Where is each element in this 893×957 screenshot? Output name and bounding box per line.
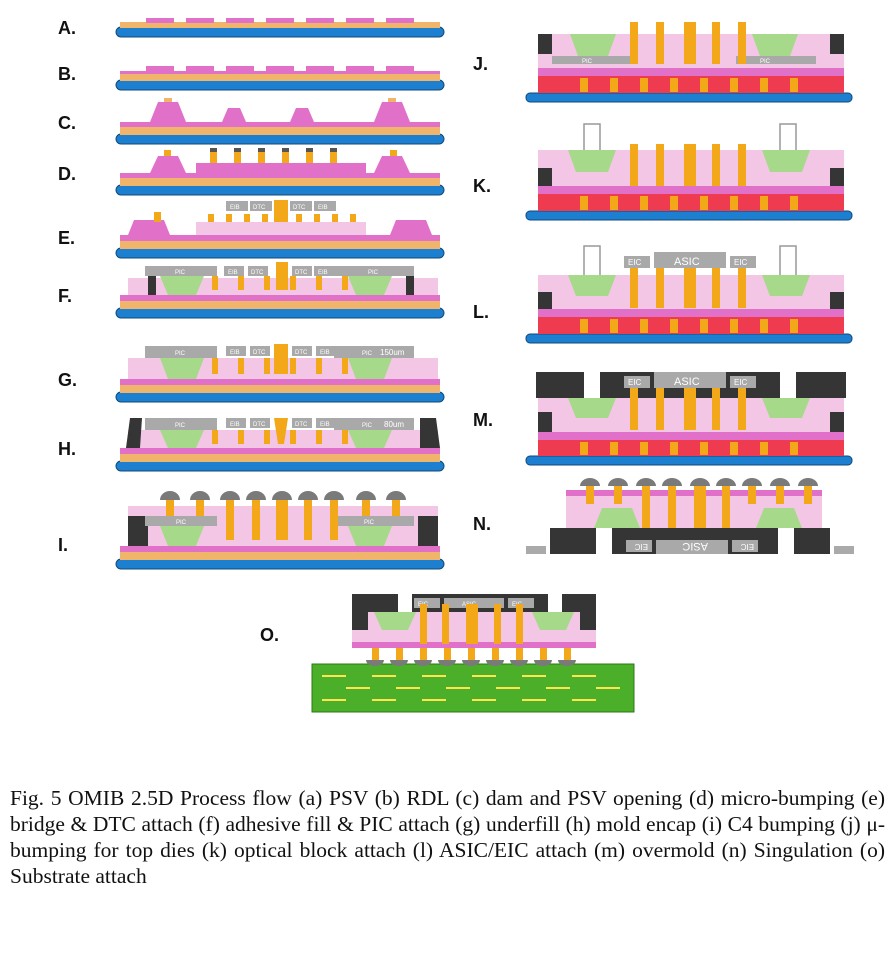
chip-label-dtc: DTC [253,205,266,211]
step-label-e: E. [58,228,75,248]
chip-label-eib: EIB [318,205,328,211]
step-m: M. EIC ASIC EIC [473,372,853,466]
step-label-g: G. [58,370,77,390]
chip-label-pic: PIC [760,59,771,65]
chip-label-pic: PIC [368,270,379,276]
chip-label-dtc: DTC [295,270,308,276]
step-label-m: M. [473,410,493,430]
chip-label-pic: PIC [175,423,186,429]
step-f: F. PIC PIC EIB DTC DTC EIB [58,262,445,319]
chip-label-eic: EIC [734,378,748,387]
chip-label-eic: EIC [628,378,642,387]
step-label-c: C. [58,113,76,133]
process-flow-diagram: A. B. C. D. [58,18,854,713]
step-i: I. PIC PIC [58,491,445,570]
chip-label-pic: PIC [362,351,373,357]
chip-label-eib: EIB [320,422,330,428]
step-l: L. EIC ASIC EIC [473,245,853,344]
dimension-label-80um: 80um [384,420,404,429]
chip-label-eic-mirrored: EIC [740,542,754,551]
chip-label-eib: EIB [228,270,238,276]
chip-label-eib: EIB [230,422,240,428]
chip-label-eib: EIB [318,270,328,276]
chip-label-eib: EIB [320,350,330,356]
chip-label-asic: ASIC [674,256,700,268]
step-h: H. PIC PIC 80um EIB DTC DTC EIB [58,418,445,472]
chip-label-eib: EIB [230,205,240,211]
step-label-b: B. [58,64,76,84]
step-label-h: H. [58,439,76,459]
chip-label-pic: PIC [582,59,593,65]
chip-label-dtc: DTC [293,205,306,211]
step-g: G. PIC PIC 150um EIB DTC DTC EIB [58,344,445,403]
step-e: E. EIB DTC DTC EIB [58,200,445,259]
chip-label-asic: ASIC [674,376,700,388]
chip-label-dtc: DTC [253,350,266,356]
carrier-a [115,26,445,38]
chip-label-pic: PIC [364,520,375,526]
step-label-d: D. [58,164,76,184]
chip-label-eic-mirrored: EIC [634,542,648,551]
figure-caption: Fig. 5 OMIB 2.5D Process flow (a) PSV (b… [10,786,885,888]
step-a: A. [58,18,445,38]
chip-label-pic: PIC [175,351,186,357]
dimension-label-150um: 150um [380,348,405,357]
step-label-i: I. [58,535,68,555]
step-label-a: A. [58,18,76,38]
step-label-f: F. [58,286,72,306]
chip-label-dtc: DTC [295,422,308,428]
step-label-n: N. [473,514,491,534]
step-label-j: J. [473,54,488,74]
step-j: J. PIC PIC [473,22,853,103]
chip-label-pic: PIC [175,270,186,276]
chip-label-pic: PIC [176,520,187,526]
step-label-o: O. [260,625,279,645]
step-k: K. [473,123,853,221]
chip-label-pic: PIC [362,423,373,429]
chip-label-dtc: DTC [251,270,264,276]
step-b: B. [58,64,445,91]
step-label-l: L. [473,302,489,322]
step-d: D. [58,148,445,196]
chip-label-dtc: DTC [253,422,266,428]
step-o: O. EIC ASIC EIC [260,594,635,713]
step-n: N. EIC ASIC EIC [473,478,854,554]
chip-label-eic: EIC [628,258,642,267]
step-c: C. [58,98,445,145]
chip-label-dtc: DTC [295,350,308,356]
step-label-k: K. [473,176,491,196]
chip-label-asic-mirrored: ASIC [682,540,708,552]
chip-label-eib: EIB [230,350,240,356]
chip-label-eic: EIC [734,258,748,267]
